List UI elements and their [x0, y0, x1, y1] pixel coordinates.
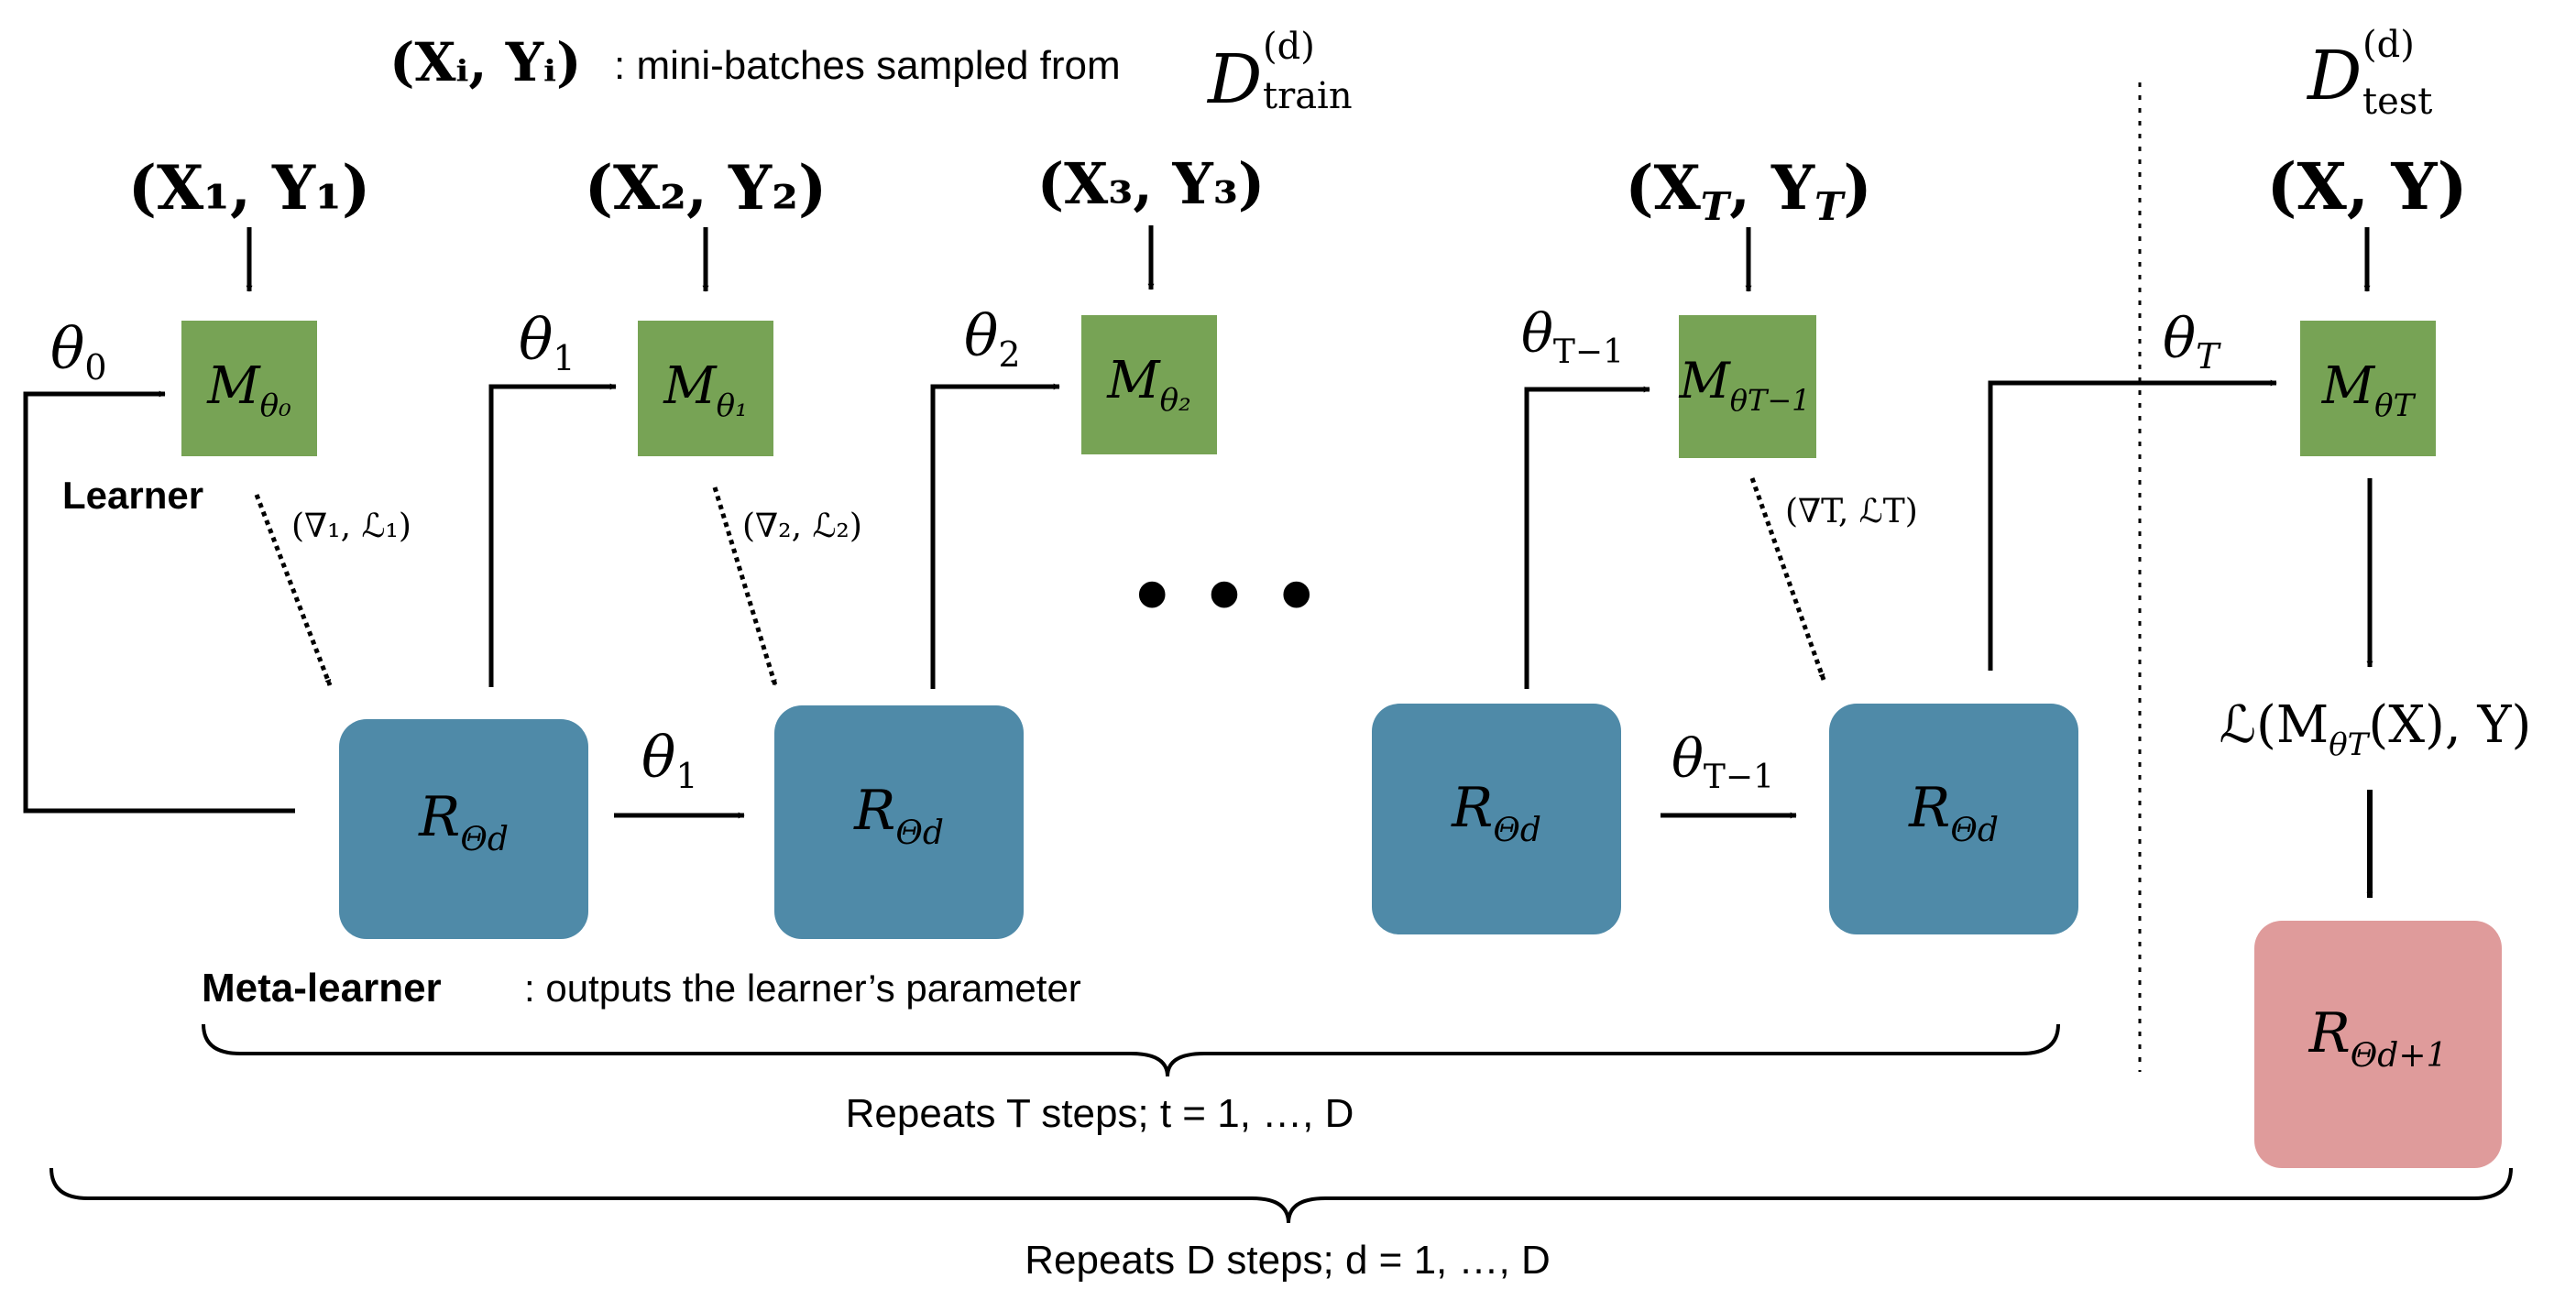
svg-text:MθT−1: MθT−1 [1678, 352, 1810, 418]
inner-repeat-brace [202, 1023, 2060, 1077]
input-batch-test: (X, Y) [2266, 148, 2467, 224]
outer-repeat-brace [49, 1167, 2513, 1224]
theta-label-between-3-4: θT−1 [1672, 727, 1774, 796]
learner-box-1: Mθ₁ [638, 321, 773, 456]
train-set-symbol: D [1206, 40, 1262, 119]
learner-box-0: Mθ₀ [181, 321, 317, 456]
input-batch-t: (XT, YT) [1625, 152, 1871, 229]
train-set-subscript: train [1263, 75, 1353, 117]
outer-repeat-label: Repeats D steps; d = 1, …, D [1025, 1238, 1550, 1283]
svg-text:RΘd: RΘd [1908, 776, 1999, 849]
meta-learner-box-4: RΘd [1829, 704, 2078, 934]
svg-text:Mθ₀: Mθ₀ [206, 356, 291, 424]
test-set-symbol: D [2306, 37, 2362, 115]
svg-text:Mθ₁: Mθ₁ [663, 356, 747, 424]
svg-text:RΘd: RΘd [1451, 776, 1541, 849]
learner-tag: Learner [62, 474, 203, 517]
gradient-label-1: (∇₁, ℒ₁) [291, 508, 411, 545]
test-set-subscript: test [2362, 81, 2432, 123]
gradient-label-t: (∇T, ℒT) [1785, 493, 1918, 530]
svg-text:RΘd+1: RΘd+1 [2308, 1001, 2448, 1075]
ellipsis-dots: • • • [1136, 542, 1321, 645]
svg-text:MθT: MθT [2321, 356, 2417, 424]
meta-learner-description: : outputs the learner’s parameter [524, 967, 1081, 1010]
meta-learner-box-3: RΘd [1372, 704, 1621, 934]
batch-description: : mini-batches sampled from [614, 43, 1121, 88]
theta-label-between-1-2: θ1 [641, 724, 698, 796]
input-arrows [246, 225, 2371, 292]
parameter-flow-connectors [23, 379, 2277, 819]
gradient-label-2: (∇₂, ℒ₂) [742, 508, 862, 545]
meta-learner-box-2: RΘd [774, 705, 1024, 939]
theta-label-2: θ2 [964, 302, 1021, 375]
input-batch-1: (X₁, Y₁) [128, 152, 371, 224]
theta-label-1: θ1 [519, 306, 575, 378]
batch-variable: (Xᵢ, Yᵢ) [389, 31, 581, 93]
loss-expression: ℒ(MθT(X), Y) [2220, 695, 2532, 763]
theta-label-t: θT [2163, 307, 2221, 377]
svg-text:Mθ₂: Mθ₂ [1106, 351, 1190, 419]
inner-repeat-label: Repeats T steps; t = 1, …, D [846, 1091, 1354, 1136]
updated-meta-learner-box: RΘd+1 [2254, 921, 2502, 1168]
learner-box-2: Mθ₂ [1081, 315, 1217, 454]
input-batch-3: (X₃, Y₃) [1037, 150, 1266, 217]
learner-box-t: MθT [2300, 321, 2436, 456]
test-set-superscript: (d) [2362, 24, 2415, 66]
theta-label-0: θ0 [50, 315, 107, 388]
svg-text:RΘd: RΘd [418, 785, 509, 858]
input-batch-2: (X₂, Y₂) [585, 152, 828, 224]
gradient-arrows [254, 477, 1826, 686]
meta-learner-box-1: RΘd [339, 719, 588, 939]
train-set-superscript: (d) [1263, 26, 1315, 68]
meta-learner-tag: Meta-learner [202, 966, 442, 1011]
learner-box-t-minus-1: MθT−1 [1678, 315, 1816, 458]
svg-text:RΘd: RΘd [853, 779, 944, 852]
theta-label-t-minus-1: θT−1 [1521, 302, 1624, 371]
